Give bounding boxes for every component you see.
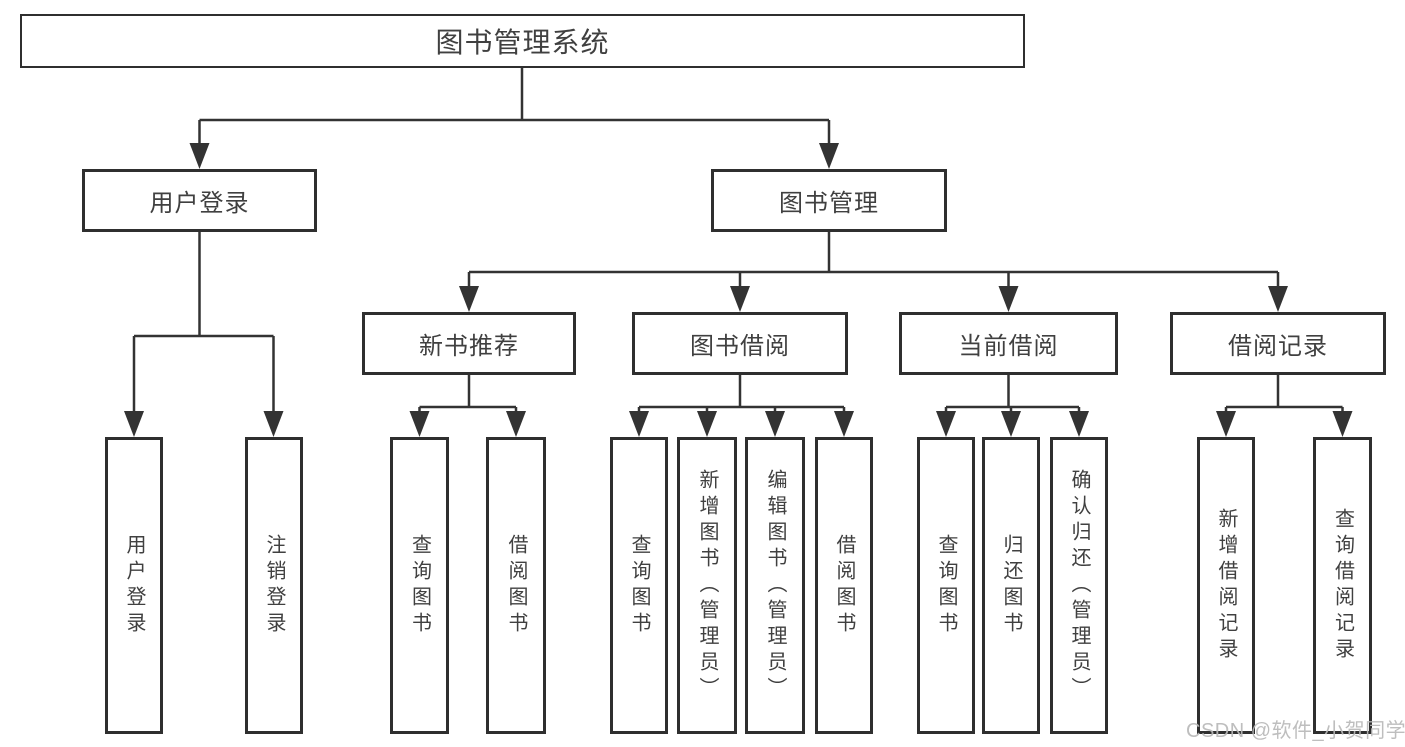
leaf-borrow-query-book-label: 查询图书 <box>628 533 650 638</box>
csdn-watermark: CSDN @软件_小贺同学 <box>1186 720 1405 742</box>
leaf-records-query-borrow-record: 查询借阅记录 <box>1313 437 1372 734</box>
node-library-system-label: 图书管理系统 <box>435 27 610 58</box>
leaf-borrow-add-book-admin-label: 新增图书（管理员） <box>696 468 718 703</box>
node-new-book-recommend-label: 新书推荐 <box>419 333 519 360</box>
leaf-user-login: 用户登录 <box>105 437 163 734</box>
leaf-newbook-query-book: 查询图书 <box>390 437 449 734</box>
node-book-management: 图书管理 <box>711 169 947 232</box>
leaf-records-add-borrow-record: 新增借阅记录 <box>1197 437 1255 734</box>
leaf-newbook-borrow-book: 借阅图书 <box>486 437 546 734</box>
node-book-management-label: 图书管理 <box>779 190 879 217</box>
node-borrow-records-label: 借阅记录 <box>1228 333 1328 360</box>
node-current-borrow-label: 当前借阅 <box>958 333 1059 360</box>
leaf-logout-label: 注销登录 <box>263 533 285 638</box>
node-user-login: 用户登录 <box>82 169 317 232</box>
leaf-records-add-borrow-record-label: 新增借阅记录 <box>1215 507 1237 664</box>
node-book-borrow: 图书借阅 <box>632 312 848 375</box>
leaf-current-return-book-label: 归还图书 <box>1000 533 1022 638</box>
leaf-newbook-query-book-label: 查询图书 <box>408 533 431 638</box>
leaf-borrow-edit-book-admin: 编辑图书（管理员） <box>745 437 805 734</box>
node-library-system: 图书管理系统 <box>20 14 1025 68</box>
leaf-borrow-query-book: 查询图书 <box>610 437 668 734</box>
leaf-borrow-edit-book-admin-label: 编辑图书（管理员） <box>764 468 786 703</box>
node-borrow-records: 借阅记录 <box>1170 312 1386 375</box>
node-current-borrow: 当前借阅 <box>899 312 1118 375</box>
leaf-current-query-book-label: 查询图书 <box>935 533 957 638</box>
leaf-user-login-label: 用户登录 <box>123 533 145 638</box>
node-new-book-recommend: 新书推荐 <box>362 312 576 375</box>
leaf-newbook-borrow-book-label: 借阅图书 <box>505 533 527 638</box>
leaf-records-query-borrow-record-label: 查询借阅记录 <box>1331 507 1354 664</box>
node-user-login-label: 用户登录 <box>149 190 250 217</box>
leaf-current-return-book: 归还图书 <box>982 437 1040 734</box>
leaf-current-confirm-return-admin-label: 确认归还（管理员） <box>1068 468 1090 703</box>
leaf-borrow-add-book-admin: 新增图书（管理员） <box>677 437 737 734</box>
leaf-borrow-borrow-book: 借阅图书 <box>815 437 873 734</box>
leaf-logout: 注销登录 <box>245 437 303 734</box>
leaf-current-query-book: 查询图书 <box>917 437 975 734</box>
leaf-current-confirm-return-admin: 确认归还（管理员） <box>1050 437 1108 734</box>
node-book-borrow-label: 图书借阅 <box>690 333 790 360</box>
leaf-borrow-borrow-book-label: 借阅图书 <box>833 533 855 638</box>
